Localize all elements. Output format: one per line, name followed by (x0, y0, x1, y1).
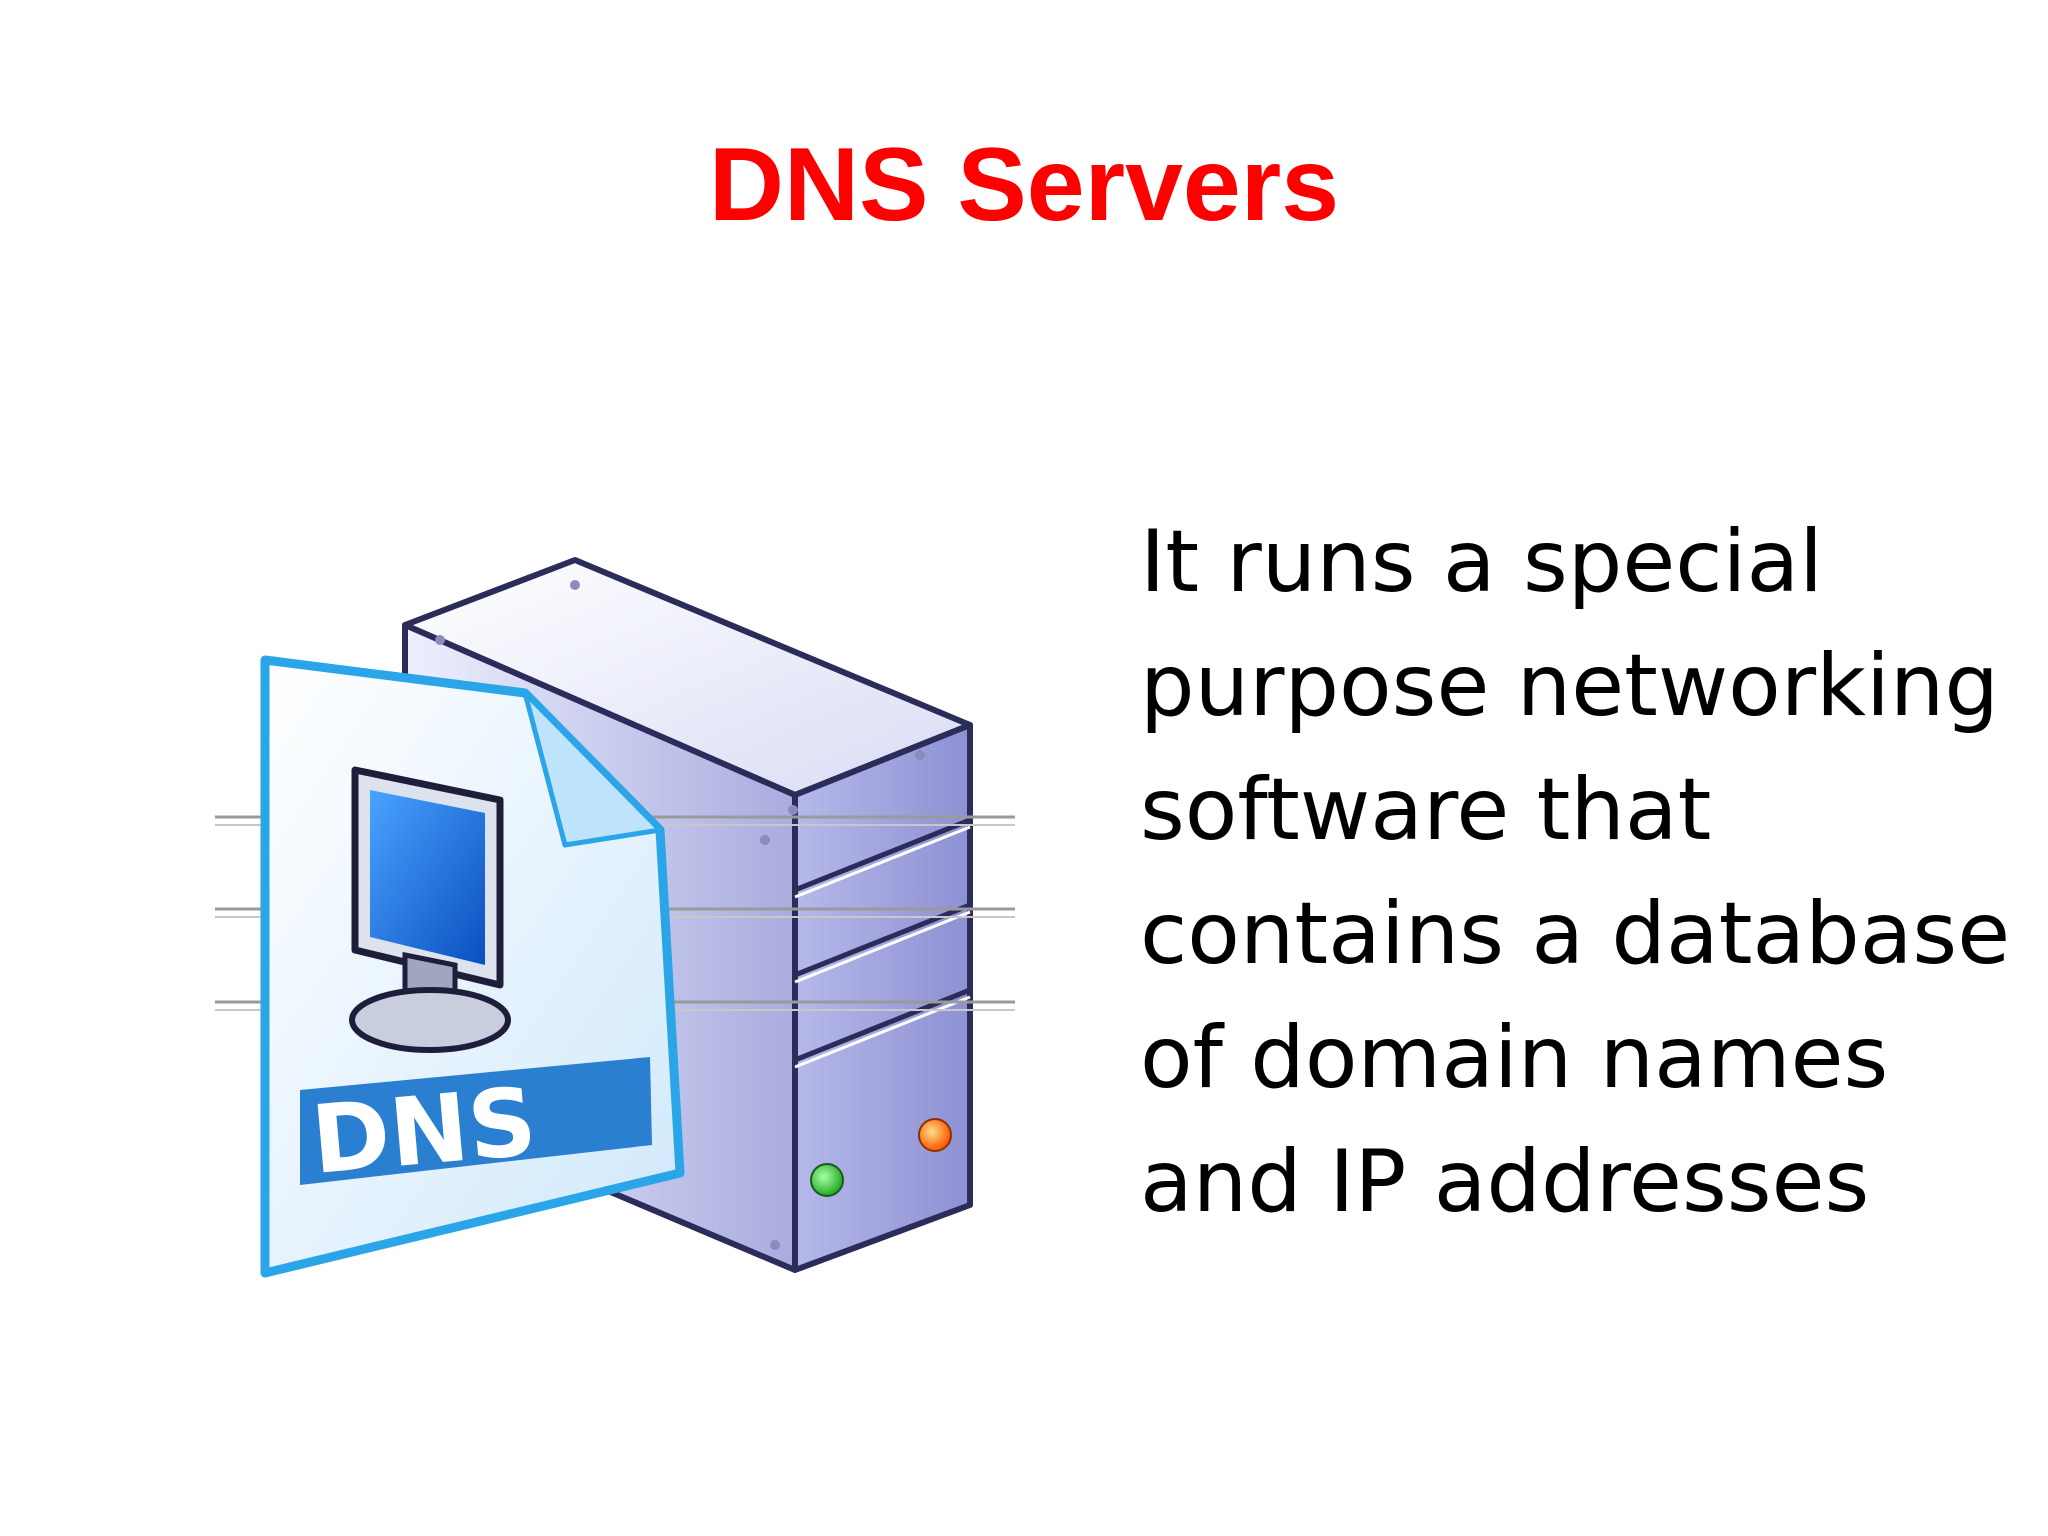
slide-title: DNS Servers (708, 127, 1340, 243)
body-line: It runs a special (1140, 512, 1824, 612)
dns-label: DNS (308, 1068, 541, 1196)
body-line: and IP addresses (1140, 1132, 1870, 1232)
slide-body: It runs a special purpose networking sof… (1140, 500, 2011, 1244)
body-line: of domain names (1140, 1008, 1889, 1108)
body-line: software that (1140, 760, 1712, 860)
body-line: purpose networking (1140, 636, 1999, 736)
dns-server-icon: DNS (215, 545, 1015, 1305)
body-line: contains a database (1140, 884, 2011, 984)
